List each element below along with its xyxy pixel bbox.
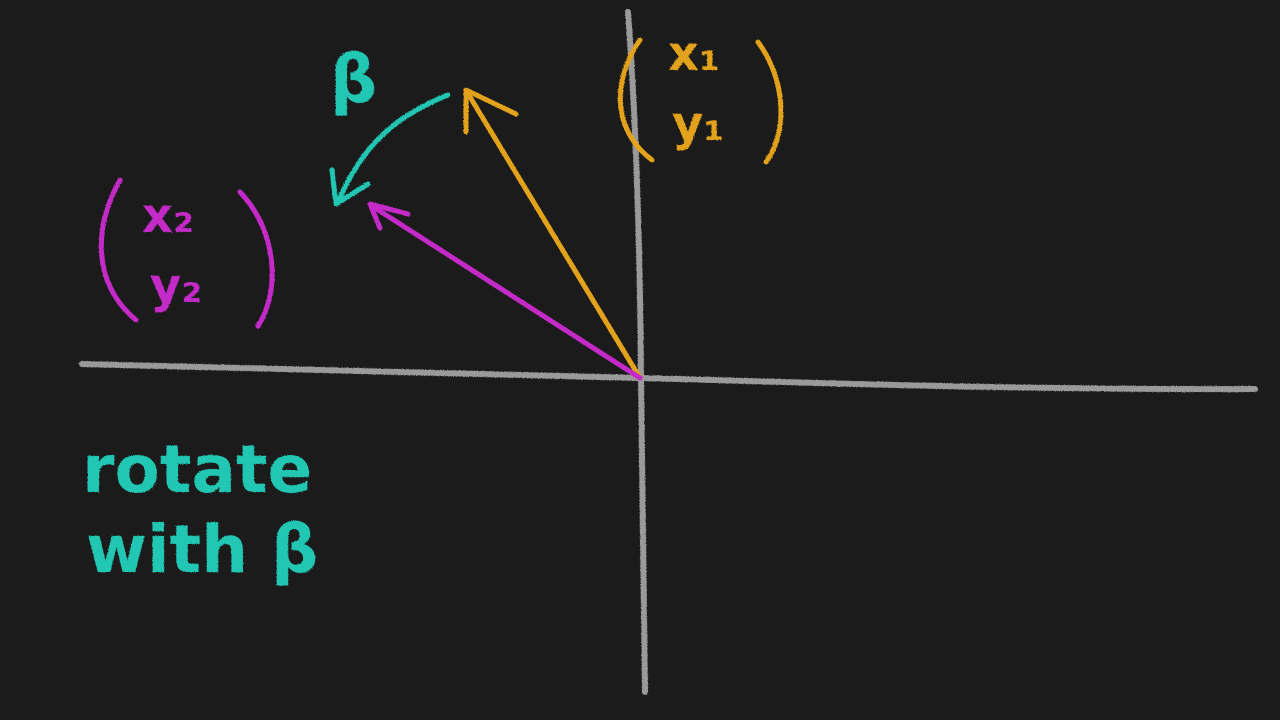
vector-2-left-bracket — [98, 177, 139, 323]
vector-1-x-label: x₁ — [668, 26, 720, 82]
vector-2-x-label: x₂ — [142, 188, 194, 244]
vector-2-arrowhead — [367, 201, 411, 231]
vector-1-left-bracket — [617, 37, 655, 163]
vector-2-arrow — [369, 203, 643, 381]
vector-1-arrowhead — [463, 87, 519, 135]
vector-2-y-label: y₂ — [150, 258, 202, 314]
rotate-note-line-2: with β — [86, 511, 318, 588]
rotate-note-line-1: rotate — [82, 431, 312, 508]
beta-label: β — [330, 41, 377, 118]
rotation-arc — [335, 92, 451, 205]
vector-1-y-label: y₁ — [672, 96, 724, 152]
vector-2-right-bracket — [237, 189, 275, 329]
rotation-arrowhead — [329, 167, 371, 207]
vector-1-right-bracket — [755, 39, 784, 165]
vector-1-arrow — [464, 89, 643, 381]
